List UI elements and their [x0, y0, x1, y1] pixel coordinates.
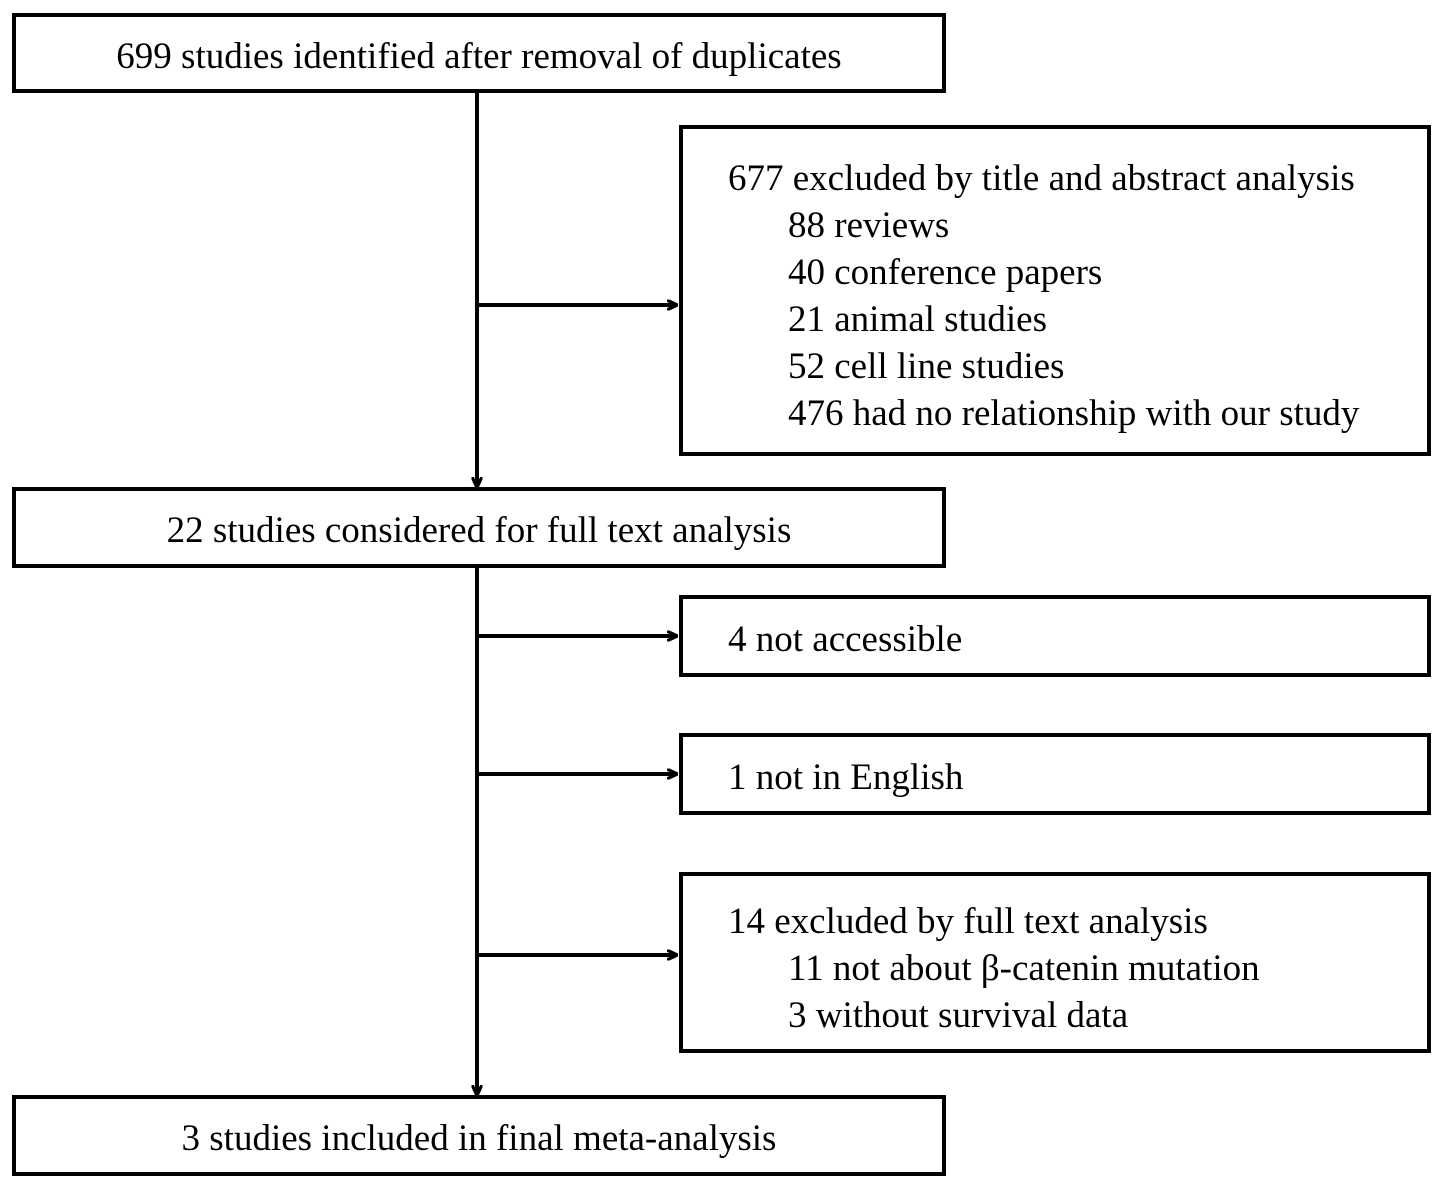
node-not-accessible-label: 4 not accessible	[728, 619, 963, 660]
node-excluded-title-abstract-reason-3: 52 cell line studies	[788, 346, 1065, 387]
node-excluded-full-text: 14 excluded by full text analysis 11 not…	[679, 872, 1431, 1053]
node-excluded-full-text-reason-0: 11 not about β-catenin mutation	[788, 948, 1260, 989]
node-studies-included-label: 3 studies included in final meta-analysi…	[181, 1118, 777, 1159]
node-excluded-title-abstract-reason-1: 40 conference papers	[788, 252, 1103, 293]
node-studies-included: 3 studies included in final meta-analysi…	[12, 1095, 946, 1176]
node-excluded-title-abstract-reason-4: 476 had no relationship with our study	[788, 393, 1360, 434]
node-not-english: 1 not in English	[679, 733, 1431, 815]
node-studies-identified: 699 studies identified after removal of …	[12, 13, 946, 93]
node-full-text-considered: 22 studies considered for full text anal…	[12, 487, 946, 568]
node-excluded-title-abstract-reason-0: 88 reviews	[788, 205, 950, 246]
node-studies-identified-label: 699 studies identified after removal of …	[116, 36, 842, 77]
node-excluded-title-abstract: 677 excluded by title and abstract analy…	[679, 125, 1431, 456]
node-excluded-title-abstract-reason-2: 21 animal studies	[788, 299, 1047, 340]
node-not-accessible: 4 not accessible	[679, 595, 1431, 677]
node-full-text-considered-label: 22 studies considered for full text anal…	[166, 510, 792, 551]
node-excluded-full-text-reason-1: 3 without survival data	[788, 995, 1129, 1036]
node-excluded-title-abstract-header: 677 excluded by title and abstract analy…	[728, 158, 1355, 199]
node-not-english-label: 1 not in English	[728, 757, 964, 798]
node-excluded-full-text-header: 14 excluded by full text analysis	[728, 901, 1208, 942]
